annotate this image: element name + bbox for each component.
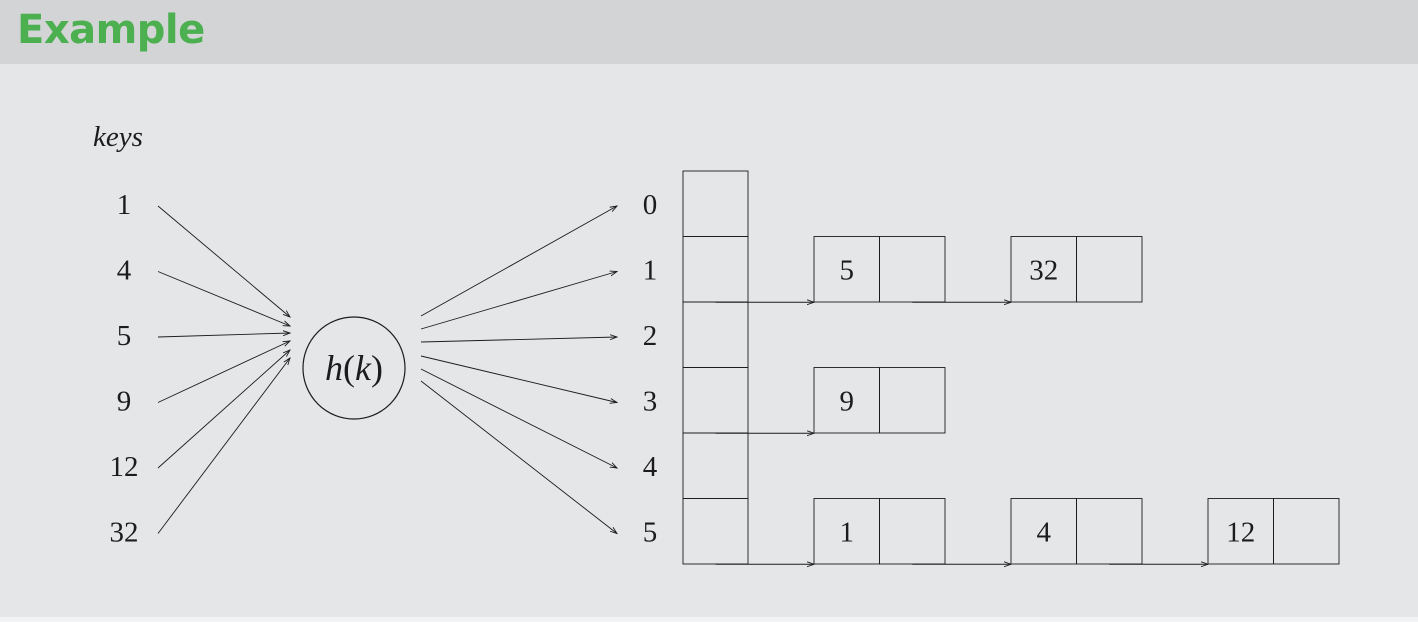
key-label: 9 — [117, 386, 132, 418]
key-label: 32 — [110, 517, 139, 549]
hash-function-node: h(k) — [302, 316, 406, 420]
key-label: 4 — [117, 255, 132, 287]
hash-arg: k — [355, 348, 372, 388]
node-pointer-cell — [1273, 498, 1340, 565]
node-pointer-cell — [1076, 498, 1143, 565]
node-pointer-cell — [879, 498, 946, 565]
keys-label: keys — [93, 121, 143, 153]
node-value: 5 — [840, 255, 855, 287]
key-label: 12 — [110, 451, 139, 483]
index-arrow — [420, 337, 617, 343]
keys-list: 1 4 5 9 12 32 — [110, 189, 139, 549]
index-label: 1 — [643, 255, 658, 287]
node-value: 12 — [1226, 517, 1255, 549]
index-label: 4 — [643, 451, 658, 483]
key-arrow — [157, 350, 290, 469]
index-arrow — [420, 368, 617, 468]
table-slot — [682, 432, 749, 499]
hash-to-index-arrows — [420, 206, 617, 534]
table-indices: 0 1 2 3 4 5 — [643, 189, 658, 549]
index-label: 2 — [643, 320, 658, 352]
index-arrow — [420, 206, 617, 317]
index-arrow — [420, 355, 617, 403]
key-arrow — [157, 205, 290, 317]
hash-fn: h — [325, 348, 343, 388]
node-value: 4 — [1037, 517, 1052, 549]
index-label: 0 — [643, 189, 658, 221]
table-slot — [682, 301, 749, 368]
bottom-strip — [0, 617, 1418, 622]
node-value: 9 — [840, 386, 855, 418]
key-label: 5 — [117, 320, 132, 352]
node-pointer-cell — [879, 367, 946, 434]
index-label: 3 — [643, 386, 658, 418]
node-pointer-cell — [879, 236, 946, 303]
table-slot — [682, 367, 749, 434]
hash-table-array — [682, 170, 749, 565]
node-value: 1 — [840, 517, 855, 549]
key-arrow — [157, 358, 290, 534]
header-bar: Example — [0, 0, 1418, 64]
chain-lists: 5 32 9 1 4 12 — [715, 236, 1340, 565]
node-pointer-cell — [1076, 236, 1143, 303]
slide-title: Example — [17, 7, 205, 53]
index-arrow — [420, 380, 617, 534]
index-arrow — [420, 272, 617, 330]
table-slot — [682, 498, 749, 565]
node-value: 32 — [1029, 255, 1058, 287]
key-to-hash-arrows — [157, 205, 290, 534]
hash-label: h(k) — [325, 348, 383, 388]
hash-circle — [302, 316, 406, 420]
table-slot — [682, 170, 749, 237]
table-slot — [682, 236, 749, 303]
key-arrow — [157, 271, 290, 327]
index-label: 5 — [643, 517, 658, 549]
key-label: 1 — [117, 189, 132, 221]
key-arrow — [157, 341, 290, 403]
key-arrow — [157, 333, 290, 338]
